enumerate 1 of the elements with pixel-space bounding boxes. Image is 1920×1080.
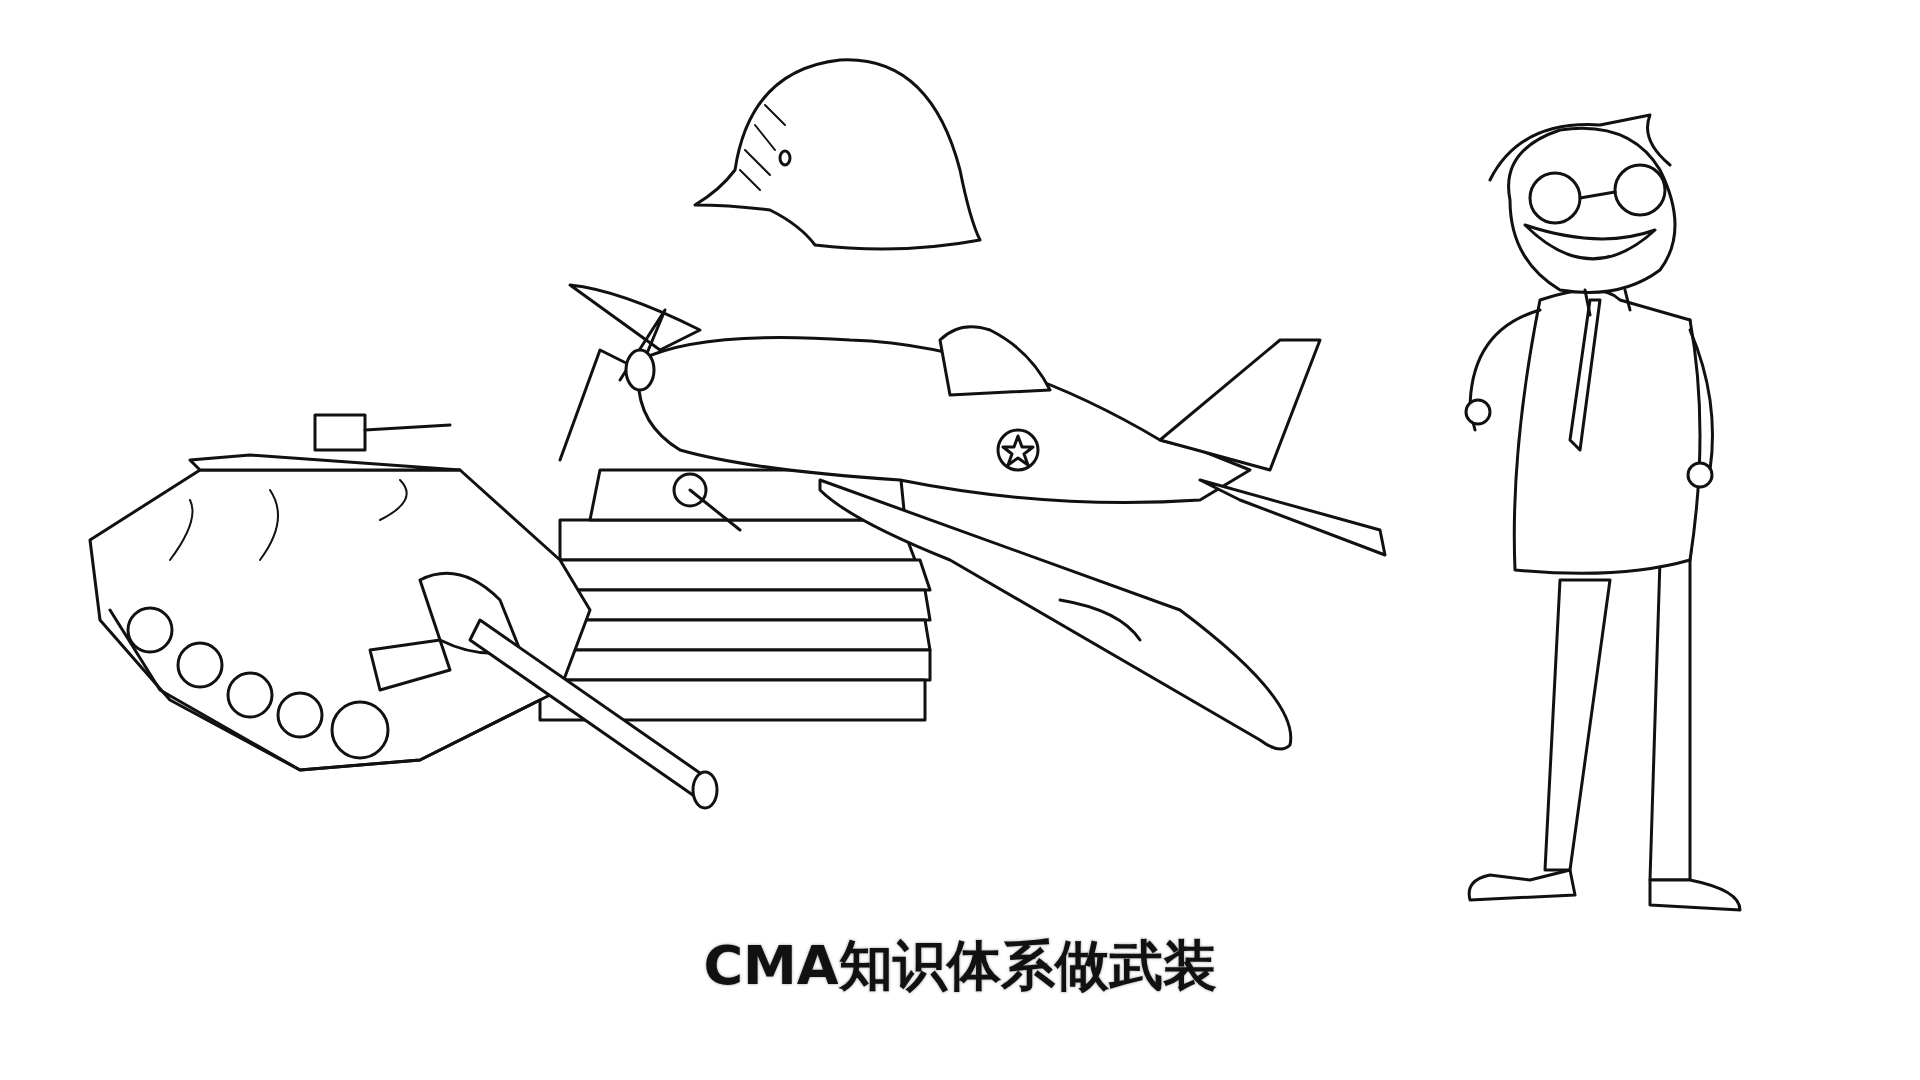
subtitle-text: CMA知识体系做武装 — [703, 934, 1217, 997]
